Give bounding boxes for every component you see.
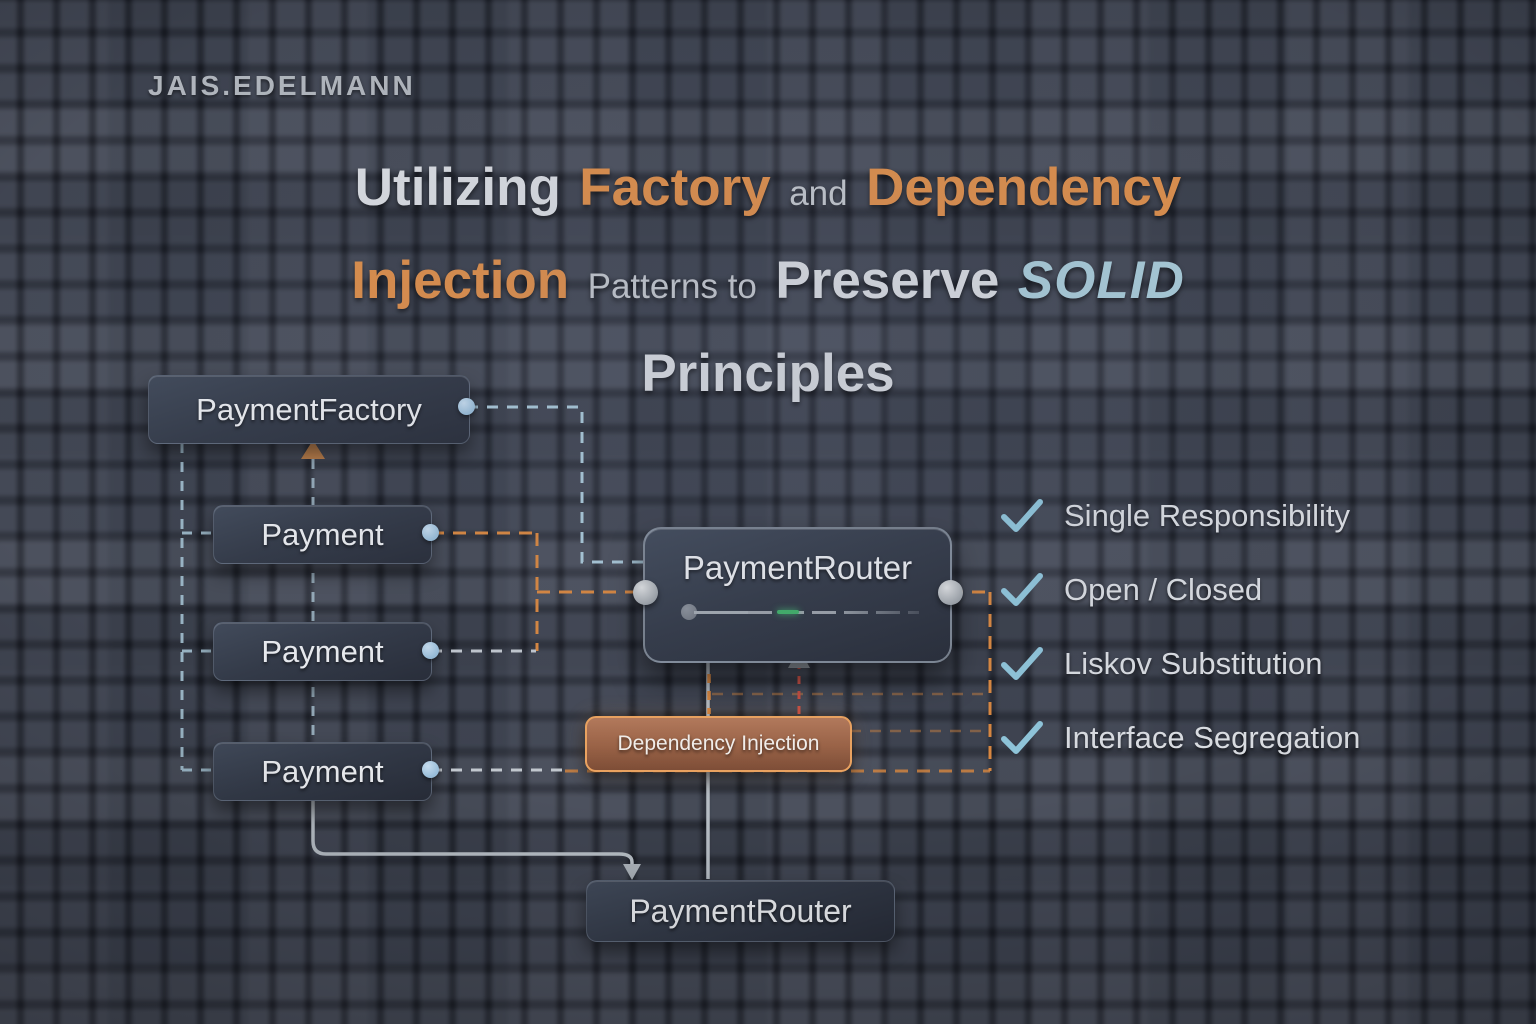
node-label: PaymentRouter — [682, 549, 913, 586]
left-rail-line — [180, 443, 212, 772]
check-icon — [1001, 646, 1043, 680]
principle-label: Open / Closed — [1064, 571, 1263, 607]
router-progress-slider — [681, 603, 919, 621]
title-word-patterns-to: Patterns to — [587, 267, 757, 306]
node-label: Payment — [261, 633, 384, 669]
principle-label: Interface Segregation — [1064, 719, 1361, 755]
slider-knob-icon — [681, 604, 697, 620]
payments-to-instance-line — [311, 798, 634, 866]
node-dependency-injection: Dependency Injection — [585, 716, 852, 772]
inheritance-arrow-icon — [301, 440, 325, 459]
slider-track — [694, 610, 748, 614]
principle-label: Single Responsibility — [1064, 497, 1351, 533]
title-word-principles: Principles — [641, 344, 895, 403]
instance-arrow-icon — [623, 864, 641, 880]
node-payment-router: PaymentRouter — [643, 527, 952, 663]
router-right-loop-line — [950, 590, 992, 771]
node-label: Payment — [261, 753, 384, 789]
list-item: Open / Closed — [1000, 562, 1360, 617]
node-label: PaymentFactory — [196, 391, 422, 427]
node-payment-factory: PaymentFactory — [148, 375, 470, 444]
list-item: Single Responsibility — [1000, 488, 1360, 543]
title-word-and: and — [789, 174, 848, 213]
title-word-injection: Injection — [351, 251, 570, 310]
slider-active-segment — [777, 610, 799, 614]
slider-track-dashes — [748, 610, 919, 614]
factory-port-icon — [458, 398, 475, 415]
factory-to-router-line — [467, 405, 646, 564]
list-item: Interface Segregation — [1000, 710, 1360, 765]
check-icon — [1001, 498, 1043, 532]
check-icon — [1001, 720, 1043, 754]
brand-watermark: JAIS.EDELMANN — [148, 70, 416, 101]
title-line-3: Principles — [0, 334, 1536, 427]
node-label: Dependency Injection — [617, 732, 820, 755]
payment2-port-icon — [422, 642, 439, 659]
node-payment-router-instance: PaymentRouter — [586, 880, 895, 942]
principle-label: Liskov Substitution — [1064, 645, 1323, 681]
list-item: Liskov Substitution — [1000, 636, 1360, 691]
title-word-preserve: Preserve — [775, 251, 1000, 310]
title-line-1: Utilizing Factory and Dependency — [0, 148, 1536, 241]
node-label: Payment — [261, 516, 384, 552]
title-word-solid: SOLID — [1017, 251, 1185, 310]
solid-principles-list: Single Responsibility Open / Closed Lisk… — [1000, 488, 1360, 784]
title-word-factory: Factory — [579, 158, 771, 217]
payment1-port-icon — [422, 524, 439, 541]
node-payment-2: Payment — [213, 622, 432, 681]
title-word-utilizing: Utilizing — [354, 158, 561, 217]
payment3-port-icon — [422, 761, 439, 778]
node-payment-1: Payment — [213, 505, 432, 564]
check-icon — [1001, 572, 1043, 606]
payment1-to-router-line — [431, 531, 644, 651]
page-title: Utilizing Factory and Dependency Injecti… — [0, 148, 1536, 427]
router-right-port-icon — [938, 580, 963, 605]
node-label: PaymentRouter — [629, 892, 852, 929]
title-line-2: Injection Patterns to Preserve SOLID — [0, 241, 1536, 334]
node-payment-3: Payment — [213, 742, 432, 801]
router-left-port-icon — [633, 580, 658, 605]
title-word-dependency: Dependency — [866, 158, 1182, 217]
